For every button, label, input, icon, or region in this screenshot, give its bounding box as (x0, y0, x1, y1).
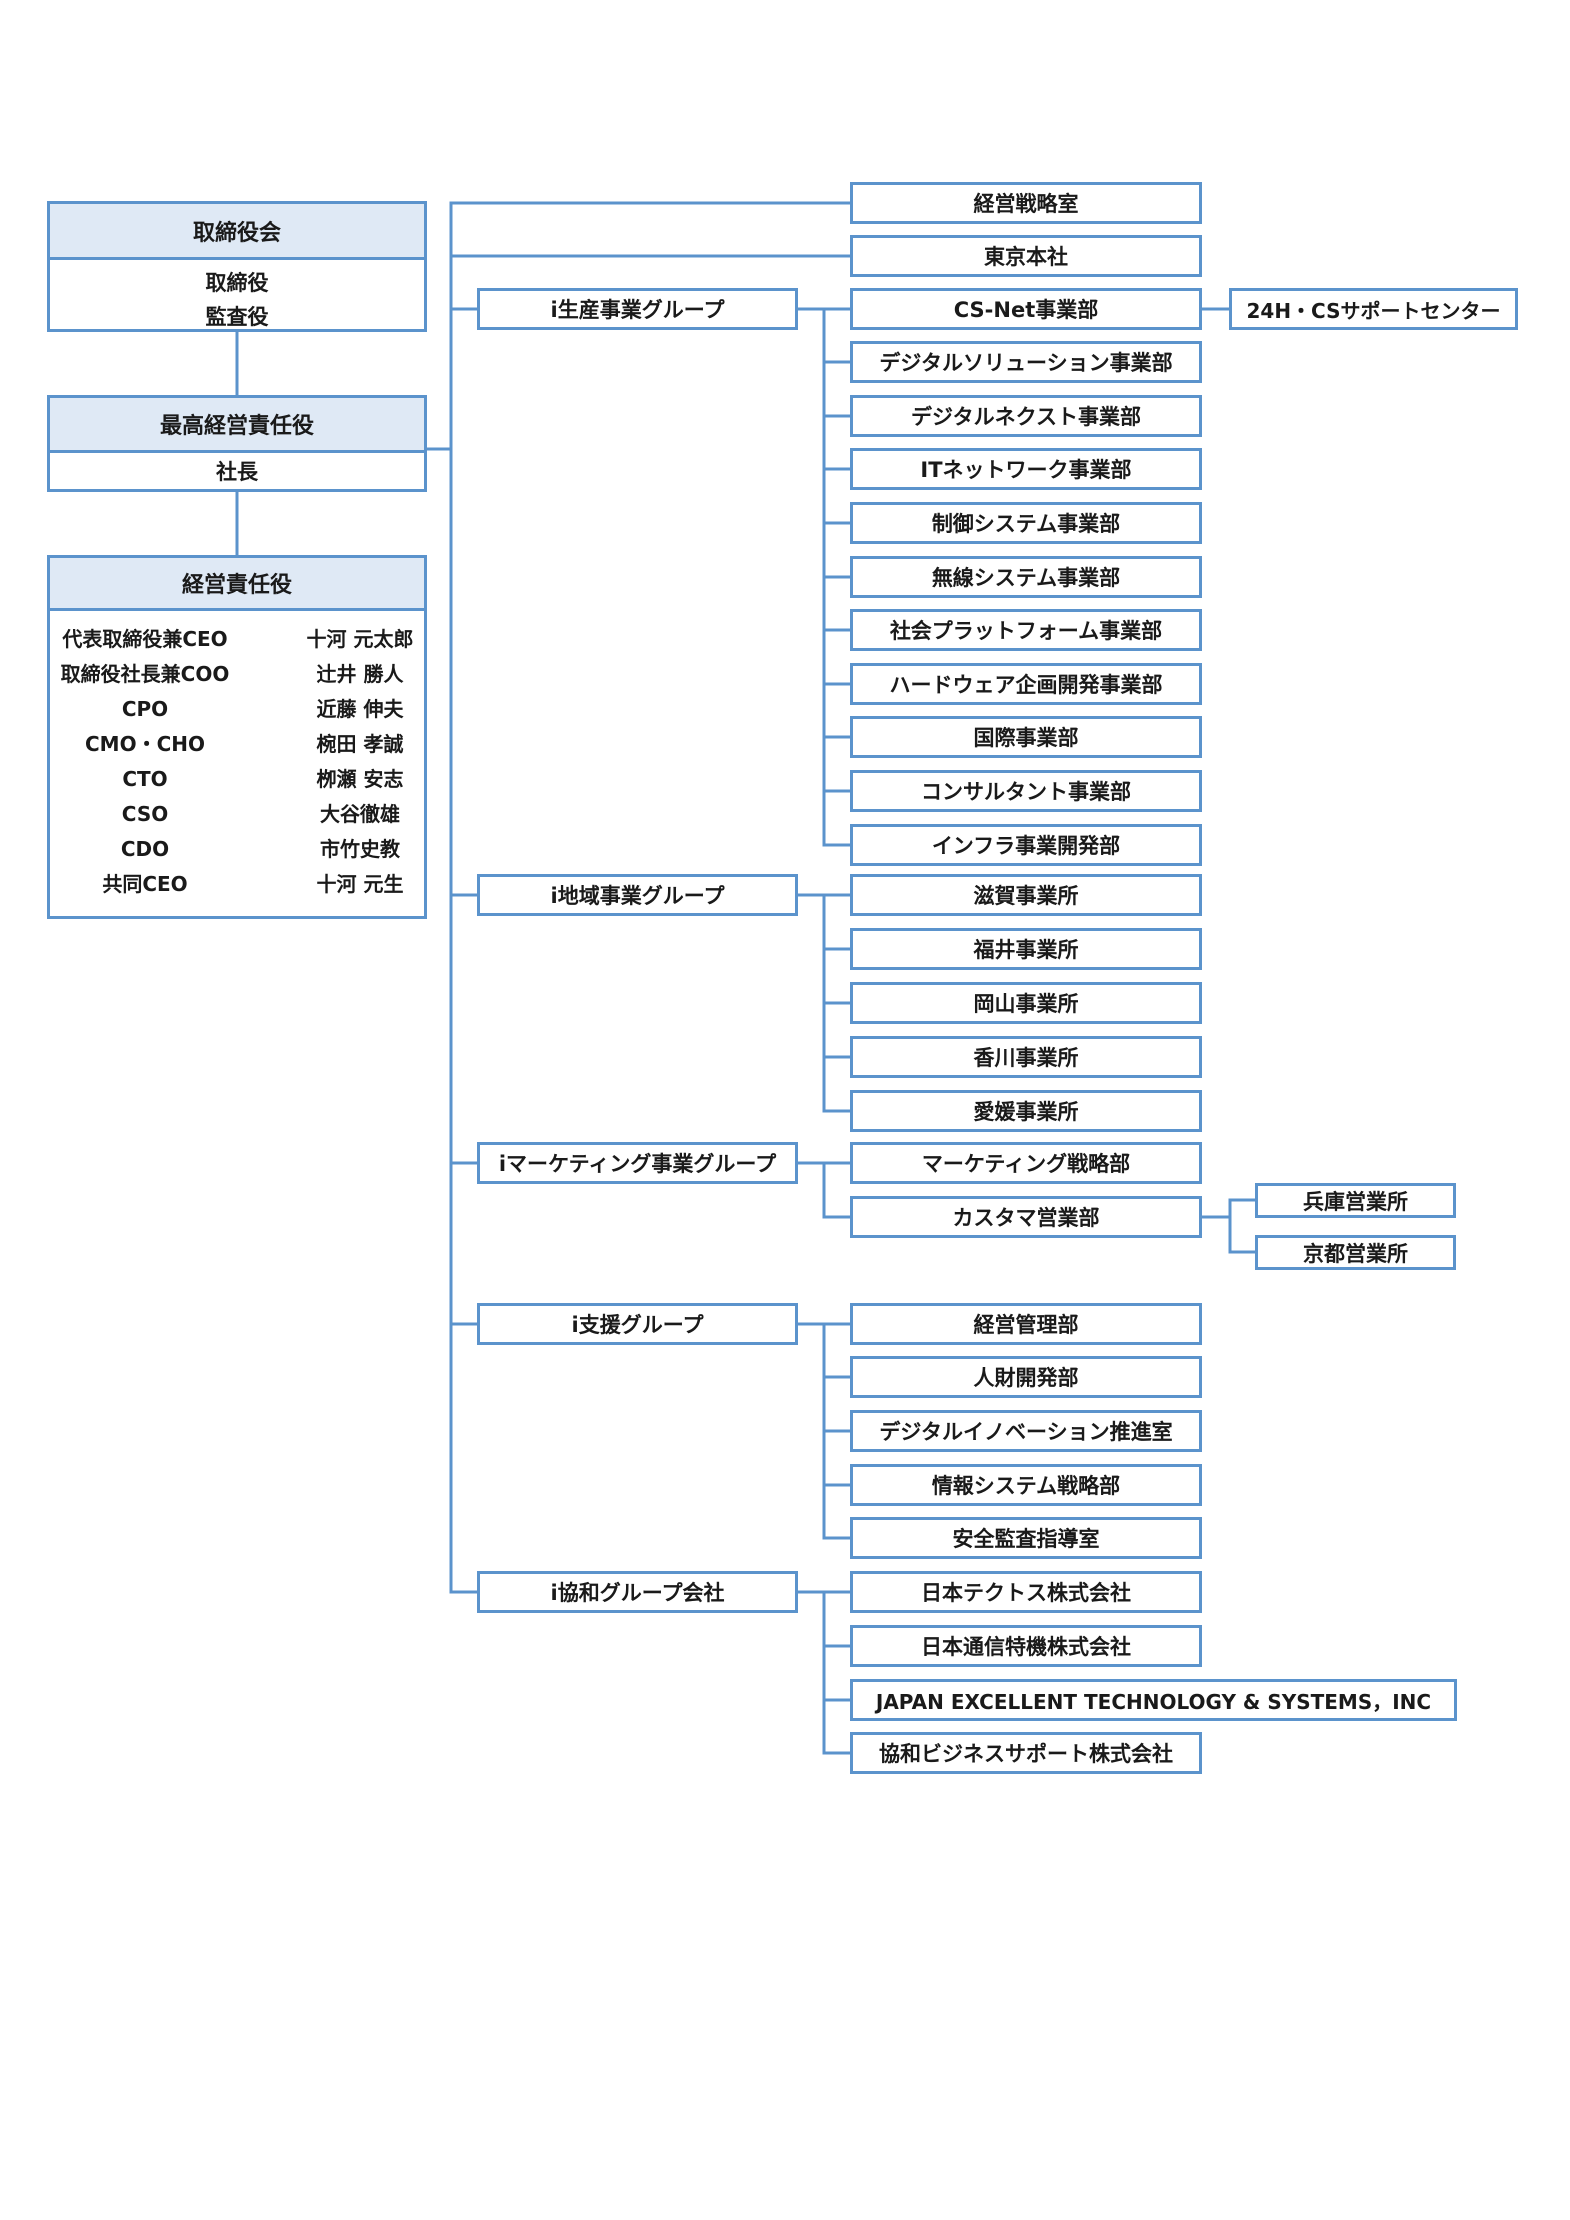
executive-row: CSO 大谷徹雄 (50, 797, 424, 831)
unit-box: デジタルソリューション事業部 (850, 341, 1202, 383)
unit-box: 福井事業所 (850, 928, 1202, 970)
executive-role: CPO (121, 697, 169, 721)
unit-box: ハードウェア企画開発事業部 (850, 663, 1202, 705)
unit-box: 国際事業部 (850, 716, 1202, 758)
executive-name: 十河 元生 (316, 872, 404, 896)
executive-role: CTO (122, 767, 168, 791)
top-exec-title: 最高経営責任役 (50, 398, 424, 453)
unit-box: 経営管理部 (850, 1303, 1202, 1345)
executive-role: CSO (121, 802, 169, 826)
top-exec-role: 社長 (216, 460, 258, 484)
group-regional: i地域事業グループ (477, 874, 798, 916)
unit-box: 情報システム戦略部 (850, 1464, 1202, 1506)
sales-office-box: 兵庫営業所 (1255, 1183, 1456, 1218)
company-box: 協和ビジネスサポート株式会社 (850, 1732, 1202, 1774)
company-box: 日本通信特機株式会社 (850, 1625, 1202, 1667)
direct-office-strategy: 経営戦略室 (850, 182, 1202, 224)
unit-box: デジタルイノベーション推進室 (850, 1410, 1202, 1452)
board-title: 取締役会 (50, 204, 424, 260)
unit-box: ITネットワーク事業部 (850, 448, 1202, 490)
group-kyowa: i協和グループ会社 (477, 1571, 798, 1613)
group-production: i生産事業グループ (477, 288, 798, 330)
unit-box: 社会プラットフォーム事業部 (850, 609, 1202, 651)
executive-name: 市竹史教 (320, 837, 400, 861)
board-member-directors: 取締役 (205, 271, 269, 295)
top-exec-box: 最高経営責任役 社長 (47, 395, 427, 492)
company-box: JAPAN EXCELLENT TECHNOLOGY & SYSTEMS，INC (850, 1679, 1457, 1721)
cs-support-center: 24H・CSサポートセンター (1229, 288, 1518, 330)
executive-name: 辻井 勝人 (316, 662, 404, 686)
executive-role: 代表取締役兼CEO (62, 627, 228, 651)
unit-box: 香川事業所 (850, 1036, 1202, 1078)
executive-row: 共同CEO 十河 元生 (50, 867, 424, 901)
unit-box: 安全監査指導室 (850, 1517, 1202, 1559)
group-support: i支援グループ (477, 1303, 798, 1345)
unit-box: 愛媛事業所 (850, 1090, 1202, 1132)
unit-box: コンサルタント事業部 (850, 770, 1202, 812)
unit-box: CS-Net事業部 (850, 288, 1202, 330)
board-box: 取締役会 取締役 監査役 (47, 201, 427, 332)
board-member-auditors: 監査役 (205, 305, 269, 329)
executive-role: CDO (120, 837, 170, 861)
unit-box: マーケティング戦略部 (850, 1142, 1202, 1184)
unit-box: 無線システム事業部 (850, 556, 1202, 598)
executive-row: CPO 近藤 伸夫 (50, 692, 424, 726)
executive-name: 椀田 孝誠 (316, 732, 404, 756)
executive-role: 共同CEO (102, 872, 188, 896)
direct-office-tokyo: 東京本社 (850, 235, 1202, 277)
executive-role: 取締役社長兼COO (60, 662, 230, 686)
executive-name: 近藤 伸夫 (316, 697, 404, 721)
executive-role: CMO・CHO (85, 732, 205, 756)
sales-office-box: 京都営業所 (1255, 1235, 1456, 1270)
executive-row: 代表取締役兼CEO 十河 元太郎 (50, 622, 424, 656)
executives-box: 経営責任役 代表取締役兼CEO 十河 元太郎 取締役社長兼COO 辻井 勝人 C… (47, 555, 427, 919)
unit-box: カスタマ営業部 (850, 1196, 1202, 1238)
unit-box: デジタルネクスト事業部 (850, 395, 1202, 437)
unit-box: 岡山事業所 (850, 982, 1202, 1024)
executives-title: 経営責任役 (50, 558, 424, 611)
executive-row: CDO 市竹史教 (50, 832, 424, 866)
unit-box: 人財開発部 (850, 1356, 1202, 1398)
executives-list: 代表取締役兼CEO 十河 元太郎 取締役社長兼COO 辻井 勝人 CPO 近藤 … (50, 611, 424, 911)
executive-row: CMO・CHO 椀田 孝誠 (50, 727, 424, 761)
unit-box: 滋賀事業所 (850, 874, 1202, 916)
company-box: 日本テクトス株式会社 (850, 1571, 1202, 1613)
executive-row: CTO 栁瀬 安志 (50, 762, 424, 796)
executive-row: 取締役社長兼COO 辻井 勝人 (50, 657, 424, 691)
unit-box: 制御システム事業部 (850, 502, 1202, 544)
unit-box: インフラ事業開発部 (850, 824, 1202, 866)
executive-name: 大谷徹雄 (320, 802, 400, 826)
group-marketing: iマーケティング事業グループ (477, 1142, 798, 1184)
executive-name: 十河 元太郎 (306, 627, 414, 651)
executive-name: 栁瀬 安志 (316, 767, 404, 791)
